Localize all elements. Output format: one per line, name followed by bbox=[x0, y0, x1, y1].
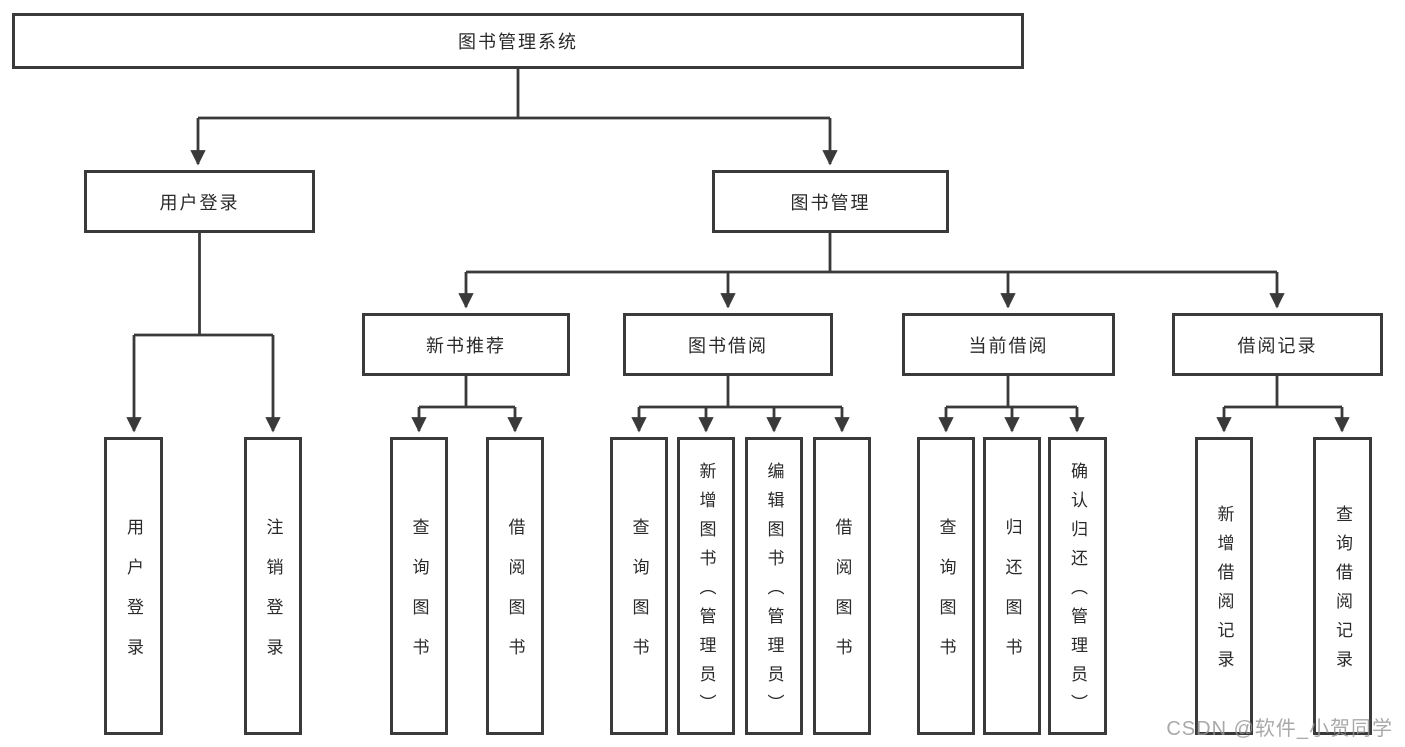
leaf-query-book-2-label: 查询图书 bbox=[629, 517, 649, 678]
leaf-borrow-book-1: 借阅图书 bbox=[486, 437, 544, 735]
leaf-query-book-3-label: 查询图书 bbox=[936, 517, 956, 678]
leaf-logout: 注销登录 bbox=[244, 437, 302, 735]
leaf-query-book-3: 查询图书 bbox=[917, 437, 975, 735]
node-borrow-record: 借阅记录 bbox=[1172, 313, 1383, 376]
connector-root bbox=[198, 69, 830, 120]
leaf-edit-book-admin: 编辑图书（管理员） bbox=[745, 437, 803, 735]
csdn-watermark: CSDN @软件_小贺同学 bbox=[1166, 718, 1393, 740]
leaf-user-login-label: 用户登录 bbox=[124, 517, 143, 678]
node-user-login: 用户登录 bbox=[84, 170, 315, 233]
leaf-query-book-1: 查询图书 bbox=[390, 437, 448, 735]
connector-book-mgmt bbox=[466, 233, 1277, 274]
leaf-return-book-label: 归还图书 bbox=[1002, 517, 1022, 678]
leaf-confirm-return-admin-label: 确认归还（管理员） bbox=[1068, 461, 1087, 723]
leaf-add-borrow-record: 新增借阅记录 bbox=[1195, 437, 1253, 735]
node-book-management: 图书管理 bbox=[712, 170, 949, 233]
node-current-borrow: 当前借阅 bbox=[902, 313, 1115, 376]
connector-borrow-record bbox=[1224, 376, 1342, 409]
leaf-return-book: 归还图书 bbox=[983, 437, 1041, 735]
leaf-query-borrow-record-label: 查询借阅记录 bbox=[1333, 505, 1352, 679]
leaf-borrow-book-1-label: 借阅图书 bbox=[505, 517, 525, 678]
leaf-query-book-2: 查询图书 bbox=[610, 437, 668, 735]
node-new-book-recommend: 新书推荐 bbox=[362, 313, 570, 376]
connector-new-book bbox=[419, 376, 515, 409]
connector-user-login bbox=[134, 233, 273, 337]
node-library-system: 图书管理系统 bbox=[12, 13, 1024, 69]
leaf-query-book-1-label: 查询图书 bbox=[409, 517, 429, 678]
leaf-query-borrow-record: 查询借阅记录 bbox=[1313, 437, 1372, 735]
leaf-borrow-book-2-label: 借阅图书 bbox=[832, 517, 852, 678]
connector-book-borrow bbox=[639, 376, 842, 409]
leaf-logout-label: 注销登录 bbox=[263, 517, 283, 678]
node-book-borrow: 图书借阅 bbox=[623, 313, 833, 376]
connector-current-borrow bbox=[946, 376, 1077, 409]
leaf-borrow-book-2: 借阅图书 bbox=[813, 437, 871, 735]
leaf-add-book-admin: 新增图书（管理员） bbox=[677, 437, 735, 735]
leaf-add-borrow-record-label: 新增借阅记录 bbox=[1214, 505, 1234, 679]
leaf-confirm-return-admin: 确认归还（管理员） bbox=[1048, 437, 1107, 735]
leaf-add-book-admin-label: 新增图书（管理员） bbox=[696, 461, 716, 723]
leaf-edit-book-admin-label: 编辑图书（管理员） bbox=[764, 461, 784, 723]
leaf-user-login: 用户登录 bbox=[104, 437, 163, 735]
